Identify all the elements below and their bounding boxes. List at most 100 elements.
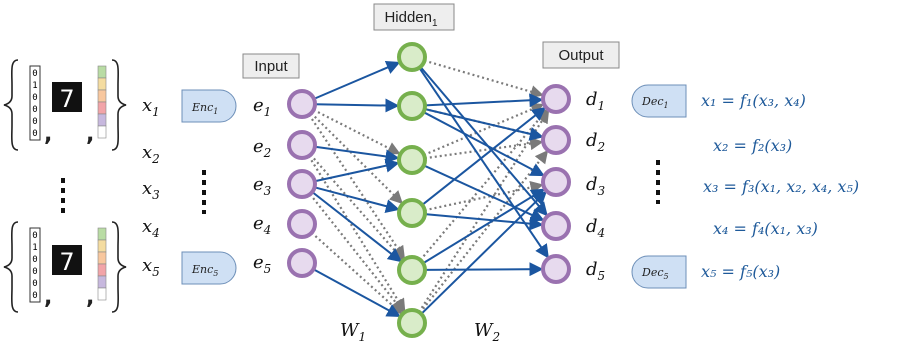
solid-edge-hidden-5-output-3: [422, 188, 546, 265]
mnist-image: [52, 245, 82, 275]
solid-edge-input-1-hidden-1: [313, 61, 401, 100]
svg-text:Input: Input: [254, 58, 288, 75]
solid-edge-input-3-hidden-4: [314, 186, 400, 213]
hidden-node-3: [397, 145, 427, 175]
svg-text:0: 0: [32, 69, 37, 79]
dotted-edge-input-1-hidden-3: [313, 108, 401, 155]
x-var-2: x2: [142, 142, 160, 166]
output-node-1: [541, 84, 571, 114]
dotted-edge-hidden-4-output-3: [424, 180, 544, 212]
svg-text:0: 0: [32, 93, 37, 103]
svg-text:0: 0: [32, 129, 37, 139]
equation-2: x₂ = f₂(x₃): [713, 136, 792, 155]
solid-edge-input-5-hidden-6: [312, 268, 401, 318]
w1-label: W1: [340, 320, 366, 344]
hidden-node-2: [397, 91, 427, 121]
equation-1: x₁ = f₁(x₃, x₄): [701, 91, 806, 110]
w2-label: W2: [474, 320, 500, 344]
svg-text:0: 0: [32, 279, 37, 289]
edges-layer: [307, 59, 550, 318]
solid-edge-hidden-6-output-3: [420, 190, 547, 315]
d-var-2: d2: [586, 130, 605, 154]
output-node-4: [541, 211, 571, 241]
e-var-1: e1: [253, 95, 271, 119]
dotted-edge-input-2-hidden-6: [307, 155, 406, 313]
solid-edge-hidden-2-output-3: [423, 111, 545, 177]
right-brace: [111, 221, 127, 313]
nodes-layer: [287, 42, 571, 338]
hidden-node-1: [397, 42, 427, 72]
binary-vector: 0 1 0 0 0 0: [29, 227, 41, 303]
svg-text:0: 0: [32, 117, 37, 127]
svg-text:Enc5: Enc5: [191, 263, 218, 278]
hidden-label: Hidden1: [373, 3, 455, 31]
e-var-4: e4: [253, 213, 271, 237]
e-var-5: e5: [253, 252, 271, 276]
binary-vector: 0 1 0 0 0 0: [29, 65, 41, 141]
x-var-4: x4: [142, 216, 160, 240]
decoder-5: Dec5: [631, 255, 687, 289]
encoder-1: Enc1: [181, 89, 237, 123]
dotted-edge-input-2-hidden-5: [309, 154, 404, 261]
dotted-edge-hidden-1-output-1: [424, 59, 544, 99]
input-node-4: [287, 209, 317, 239]
encoder-5: Enc5: [181, 251, 237, 285]
mnist-digit: 7: [59, 248, 74, 276]
svg-text:1: 1: [32, 243, 37, 253]
left-brace: [3, 59, 19, 151]
hidden-node-4: [397, 198, 427, 228]
equation-3: x₃ = f₃(x₁, x₂, x₄, x₅): [703, 177, 859, 196]
equations: x₁ = f₁(x₃, x₄) x₂ = f₂(x₃) x₃ = f₃(x₁, …: [701, 91, 859, 281]
d-var-1: d1: [586, 89, 605, 113]
svg-text:,: ,: [86, 122, 94, 147]
svg-text:0: 0: [32, 291, 37, 301]
solid-edge-hidden-1-output-4: [419, 66, 548, 217]
decoder-1: Dec1: [631, 84, 687, 118]
e-var-3: e3: [253, 174, 272, 198]
svg-text:,: ,: [44, 285, 52, 310]
input-node-2: [287, 130, 317, 160]
solid-edge-hidden-4-output-1: [421, 106, 547, 206]
svg-text:Hidden1: Hidden1: [384, 9, 438, 29]
x-var-3: x3: [142, 178, 160, 202]
e-var-2: e2: [253, 136, 271, 160]
solid-edge-hidden-3-output-4: [423, 164, 545, 222]
svg-text:,: ,: [44, 122, 52, 147]
svg-text:1: 1: [32, 81, 37, 91]
solid-edge-input-1-hidden-2: [314, 98, 400, 113]
d-var-4: d4: [586, 216, 605, 240]
equation-5: x₅ = f₅(x₃): [701, 262, 780, 281]
x-variables: x1 x2 x3 x4 x5: [142, 95, 160, 279]
output-node-3: [541, 167, 571, 197]
input-node-1: [287, 89, 317, 119]
x-var-5: x5: [142, 255, 160, 279]
svg-text:0: 0: [32, 231, 37, 241]
dotted-edge-hidden-6-output-2: [419, 149, 549, 314]
dotted-edge-input-1-hidden-5: [308, 114, 406, 260]
color-vector: [97, 227, 107, 301]
solid-edge-hidden-2-output-2: [424, 108, 544, 141]
input-label: Input: [242, 53, 300, 79]
mnist-digit: 7: [59, 85, 74, 113]
color-vector: [97, 65, 107, 139]
svg-text:,: ,: [86, 285, 94, 310]
svg-text:Output: Output: [558, 47, 604, 64]
solid-edge-hidden-5-output-5: [424, 262, 544, 277]
output-label: Output: [542, 41, 620, 69]
d-var-3: d3: [586, 174, 606, 198]
left-brace: [3, 221, 19, 313]
svg-text:0: 0: [32, 105, 37, 115]
solid-edge-input-3-hidden-5: [311, 191, 403, 263]
mnist-image: [52, 82, 82, 112]
output-node-2: [541, 125, 571, 155]
input-node-5: [287, 248, 317, 278]
solid-edge-hidden-1-output-5: [418, 67, 549, 259]
dotted-edge-input-3-hidden-6: [309, 193, 405, 314]
svg-text:Dec1: Dec1: [641, 95, 669, 110]
x-var-1: x1: [142, 95, 160, 119]
d-var-5: d5: [586, 259, 605, 283]
svg-text:0: 0: [32, 267, 37, 277]
equation-4: x₄ = f₄(x₁, x₃): [713, 219, 818, 238]
e-variables: e1 e2 e3 e4 e5: [253, 95, 272, 276]
